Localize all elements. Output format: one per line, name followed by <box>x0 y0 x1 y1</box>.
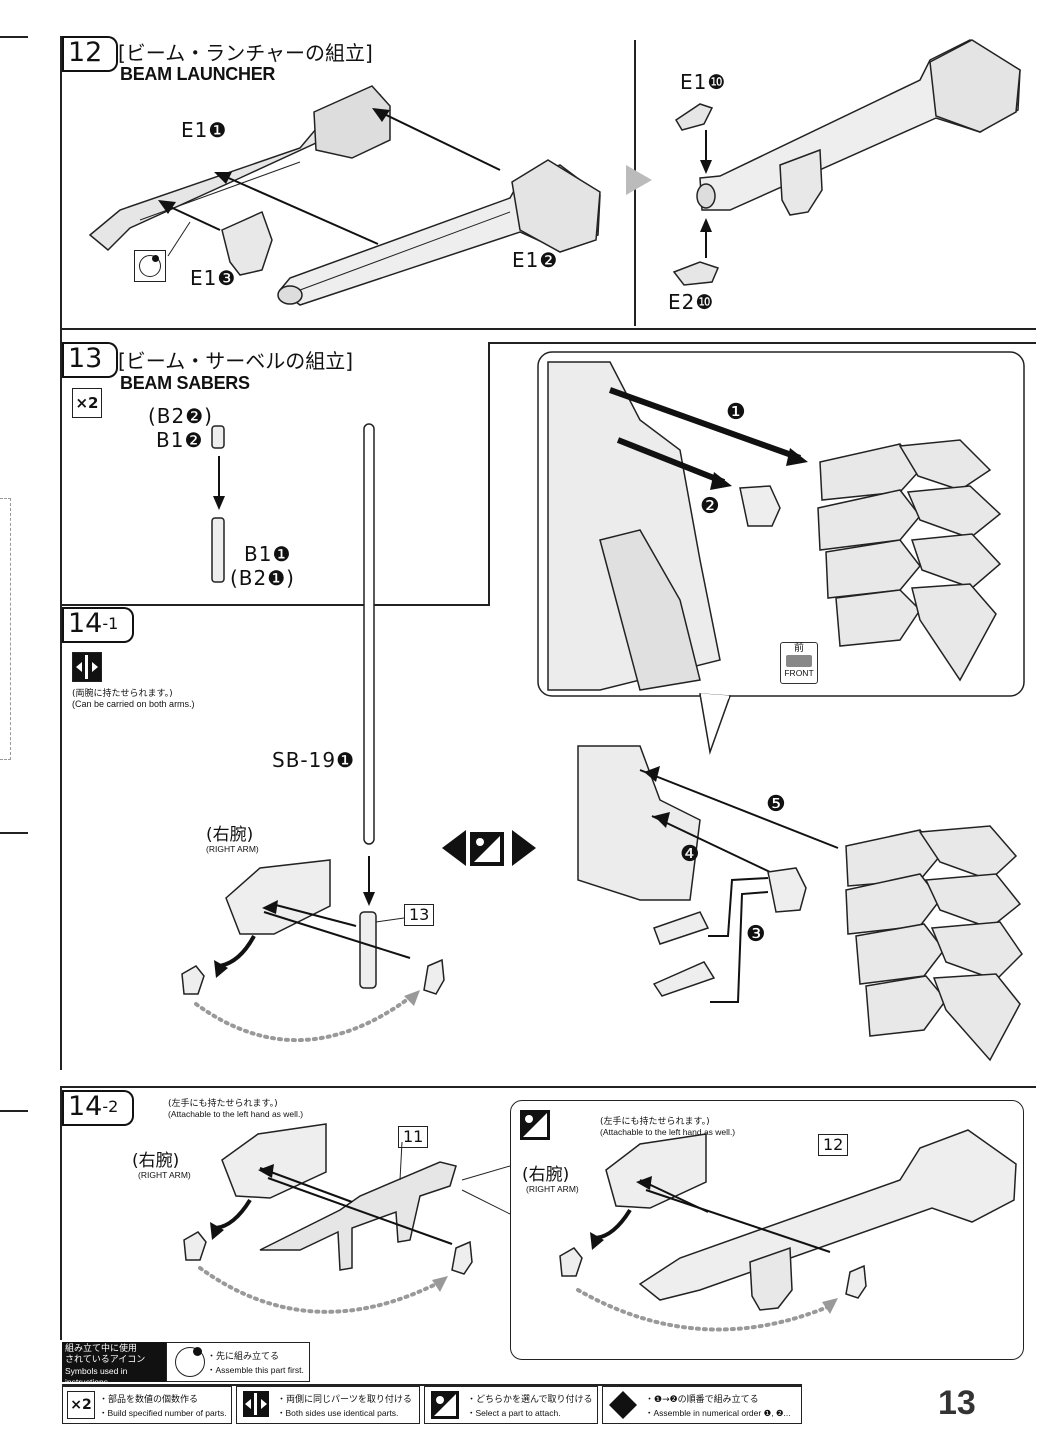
both-sides-icon <box>72 652 102 682</box>
step-13-title-en: BEAM SABERS <box>120 373 250 393</box>
part-label-e1-1: E1❶ <box>181 118 228 142</box>
margin-rule <box>0 36 28 38</box>
margin-rule <box>0 1110 28 1112</box>
beam-saber-diagrams <box>181 351 1025 1062</box>
right-arm-label-jp: (右腕) <box>206 825 254 845</box>
frame-left <box>60 36 62 1070</box>
step-13-number: 13 <box>62 342 119 378</box>
callout-3: ❸ <box>746 922 766 947</box>
select-part-icon-legend <box>431 1391 459 1419</box>
part-label-b1-2: B1❷ <box>156 428 204 452</box>
callout-5: ❺ <box>766 792 786 817</box>
both-sides-icon-legend <box>243 1391 269 1417</box>
assemble-first-icon-legend <box>175 1347 205 1377</box>
step-reference-11: 11 <box>398 1126 429 1148</box>
step-12-title-jp: [ビーム・ランチャーの組立] <box>118 41 373 65</box>
callout-2: ❷ <box>700 494 720 519</box>
step-14-1-number: 14-1 <box>62 607 135 643</box>
step-12-number: 12 <box>62 36 119 72</box>
legend-both-sides: ・両側に同じパーツを取り付ける ・Both sides use identica… <box>236 1386 420 1424</box>
assemble-first-icon <box>134 250 166 282</box>
part-label-e1-2: E1❷ <box>512 248 559 272</box>
legend-numerical-order: ・❶→❷の順番で組み立てる ・Assemble in numerical ord… <box>602 1386 802 1424</box>
part-label-e2-10: E2❿ <box>668 290 715 314</box>
front-label-jp: 前 <box>794 643 804 654</box>
legend-assemble-first: ・先に組み立てる ・Assemble this part first. <box>166 1342 310 1382</box>
front-indicator: 前 FRONT <box>780 642 818 684</box>
frame-divider-13-right <box>488 342 1036 344</box>
frame-divider-12 <box>60 328 1036 330</box>
step-14-1-note-en: (Can be carried on both arms.) <box>72 699 195 709</box>
alternate-option-box <box>510 1100 1024 1360</box>
part-label-b2-2: (B2❷) <box>148 404 213 428</box>
legend-quantity: ×2 ・部品を数値の個数作る ・Build specified number o… <box>62 1386 232 1424</box>
right-arm-label-en: (RIGHT ARM) <box>206 844 259 854</box>
legend-select-part: ・どちらかを選んで取り付ける ・Select a part to attach. <box>424 1386 598 1424</box>
part-label-b2-1: (B2❶) <box>230 566 295 590</box>
frame-divider-13-bottom <box>60 604 490 606</box>
beam-launcher-exploded-view <box>88 39 1021 306</box>
page-number: 13 <box>938 1384 976 1422</box>
step-14-2-note-en: (Attachable to the left hand as well.) <box>168 1109 304 1119</box>
frame-left-14-2 <box>60 1086 62 1340</box>
right-arm-label-jp-3: (右腕) <box>522 1165 570 1185</box>
right-arm-label-en-3: (RIGHT ARM) <box>526 1184 579 1194</box>
legend-heading: 組み立て中に使用 されているアイコン Symbols used in instr… <box>62 1342 166 1387</box>
alt-note-en: (Attachable to the left hand as well.) <box>600 1127 736 1137</box>
frame-divider-14 <box>60 1086 1036 1088</box>
callout-1: ❶ <box>726 400 746 425</box>
alt-note-jp: (左手にも持たせられます。) <box>600 1117 710 1127</box>
step-reference-13: 13 <box>404 904 435 926</box>
step-14-2-number: 14-2 <box>62 1090 135 1126</box>
right-arm-label-jp-2: (右腕) <box>132 1151 180 1171</box>
margin-dashed-box <box>0 498 11 760</box>
front-label-en: FRONT <box>784 668 814 678</box>
step-12-title-en: BEAM LAUNCHER <box>120 64 276 84</box>
quantity-icon: ×2 <box>72 388 102 418</box>
part-label-e1-3: E1❸ <box>190 266 237 290</box>
margin-rule <box>0 832 28 834</box>
legend-top-rule <box>62 1384 802 1386</box>
right-arm-label-en-2: (RIGHT ARM) <box>138 1170 191 1180</box>
part-label-b1-1: B1❶ <box>244 542 292 566</box>
step-14-2-note-jp: (左手にも持たせられます。) <box>168 1099 278 1109</box>
step-13-title-jp: [ビーム・サーベルの組立] <box>118 349 354 373</box>
callout-4: ❹ <box>680 842 700 867</box>
step-reference-12: 12 <box>818 1134 849 1156</box>
step-14-1-note-jp: (両腕に持たせられます。) <box>72 689 173 699</box>
select-part-icon <box>520 1110 550 1140</box>
front-shape-icon <box>786 655 812 667</box>
part-label-sb19-1: SB-19❶ <box>272 748 356 772</box>
order-diamond-icon <box>609 1391 623 1419</box>
quantity-icon-legend: ×2 <box>67 1391 95 1419</box>
frame-divider-13-vertical <box>488 342 490 604</box>
part-label-e1-10: E1❿ <box>680 70 727 94</box>
